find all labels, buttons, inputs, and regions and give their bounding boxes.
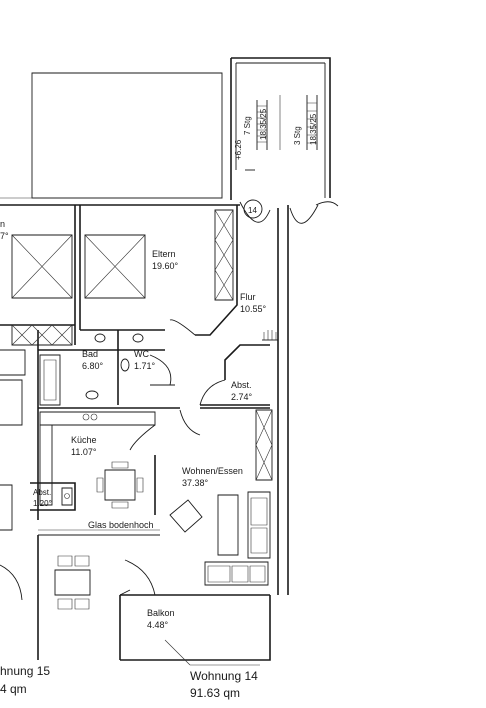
hall-radiator — [262, 330, 278, 341]
unit-right-name: Wohnung 14 — [190, 669, 258, 683]
area-left-room: 7° — [0, 231, 9, 241]
unit-right-area: 91.63 qm — [190, 686, 240, 700]
staircase — [230, 57, 339, 224]
room-abst-hall — [199, 344, 270, 406]
label-wc: WC — [134, 349, 149, 359]
area-abst-hall: 2.74° — [231, 392, 253, 402]
room-eltern-outline — [11, 205, 238, 336]
glass-partition — [38, 529, 160, 536]
stair-marker-label: 14 — [248, 206, 257, 215]
label-wohnen: Wohnen/Essen — [182, 466, 243, 476]
area-kueche: 11.07° — [71, 447, 97, 457]
label-abst-kitchen: Abst. — [33, 488, 51, 497]
label-eltern: Eltern — [152, 249, 176, 259]
area-abst-kitchen: 1.20° — [33, 499, 52, 508]
label-left-room: n — [0, 219, 5, 229]
room-abst-kitchen — [30, 482, 76, 511]
unit-left-name: hnung 15 — [0, 664, 50, 678]
area-bad: 6.80° — [82, 361, 104, 371]
area-balkon: 4.48° — [147, 620, 169, 630]
stair-level: +6.26 — [234, 139, 243, 160]
unit-left-area: 4 qm — [0, 682, 27, 696]
label-bad: Bad — [82, 349, 98, 359]
stair-left-steps: 7 Stg — [243, 116, 252, 135]
area-eltern: 19.60° — [152, 261, 179, 271]
room-kueche — [38, 407, 270, 515]
label-flur: Flur — [240, 292, 256, 302]
room-bad-wc — [38, 330, 175, 406]
upper-terrace — [0, 72, 223, 199]
stair-right-steps: 3 Stg — [293, 126, 302, 145]
area-wc: 1.71° — [134, 361, 156, 371]
area-flur: 10.55° — [240, 304, 267, 314]
label-balkon: Balkon — [147, 608, 175, 618]
room-wohnen-essen — [54, 409, 273, 610]
stair-left-dims: 18.35/25 — [259, 108, 268, 140]
area-wohnen: 37.38° — [182, 478, 209, 488]
label-kueche: Küche — [71, 435, 97, 445]
unit-label-leader — [164, 639, 191, 666]
label-glass: Glas bodenhoch — [88, 520, 154, 530]
room-balkon — [119, 594, 270, 660]
neighbour-unit-fragments — [0, 349, 26, 601]
wardrobe-strip — [11, 324, 73, 346]
exterior-walls — [0, 204, 289, 661]
stair-right-dims: 18.35/25 — [309, 113, 318, 145]
label-abst-hall: Abst. — [231, 380, 252, 390]
